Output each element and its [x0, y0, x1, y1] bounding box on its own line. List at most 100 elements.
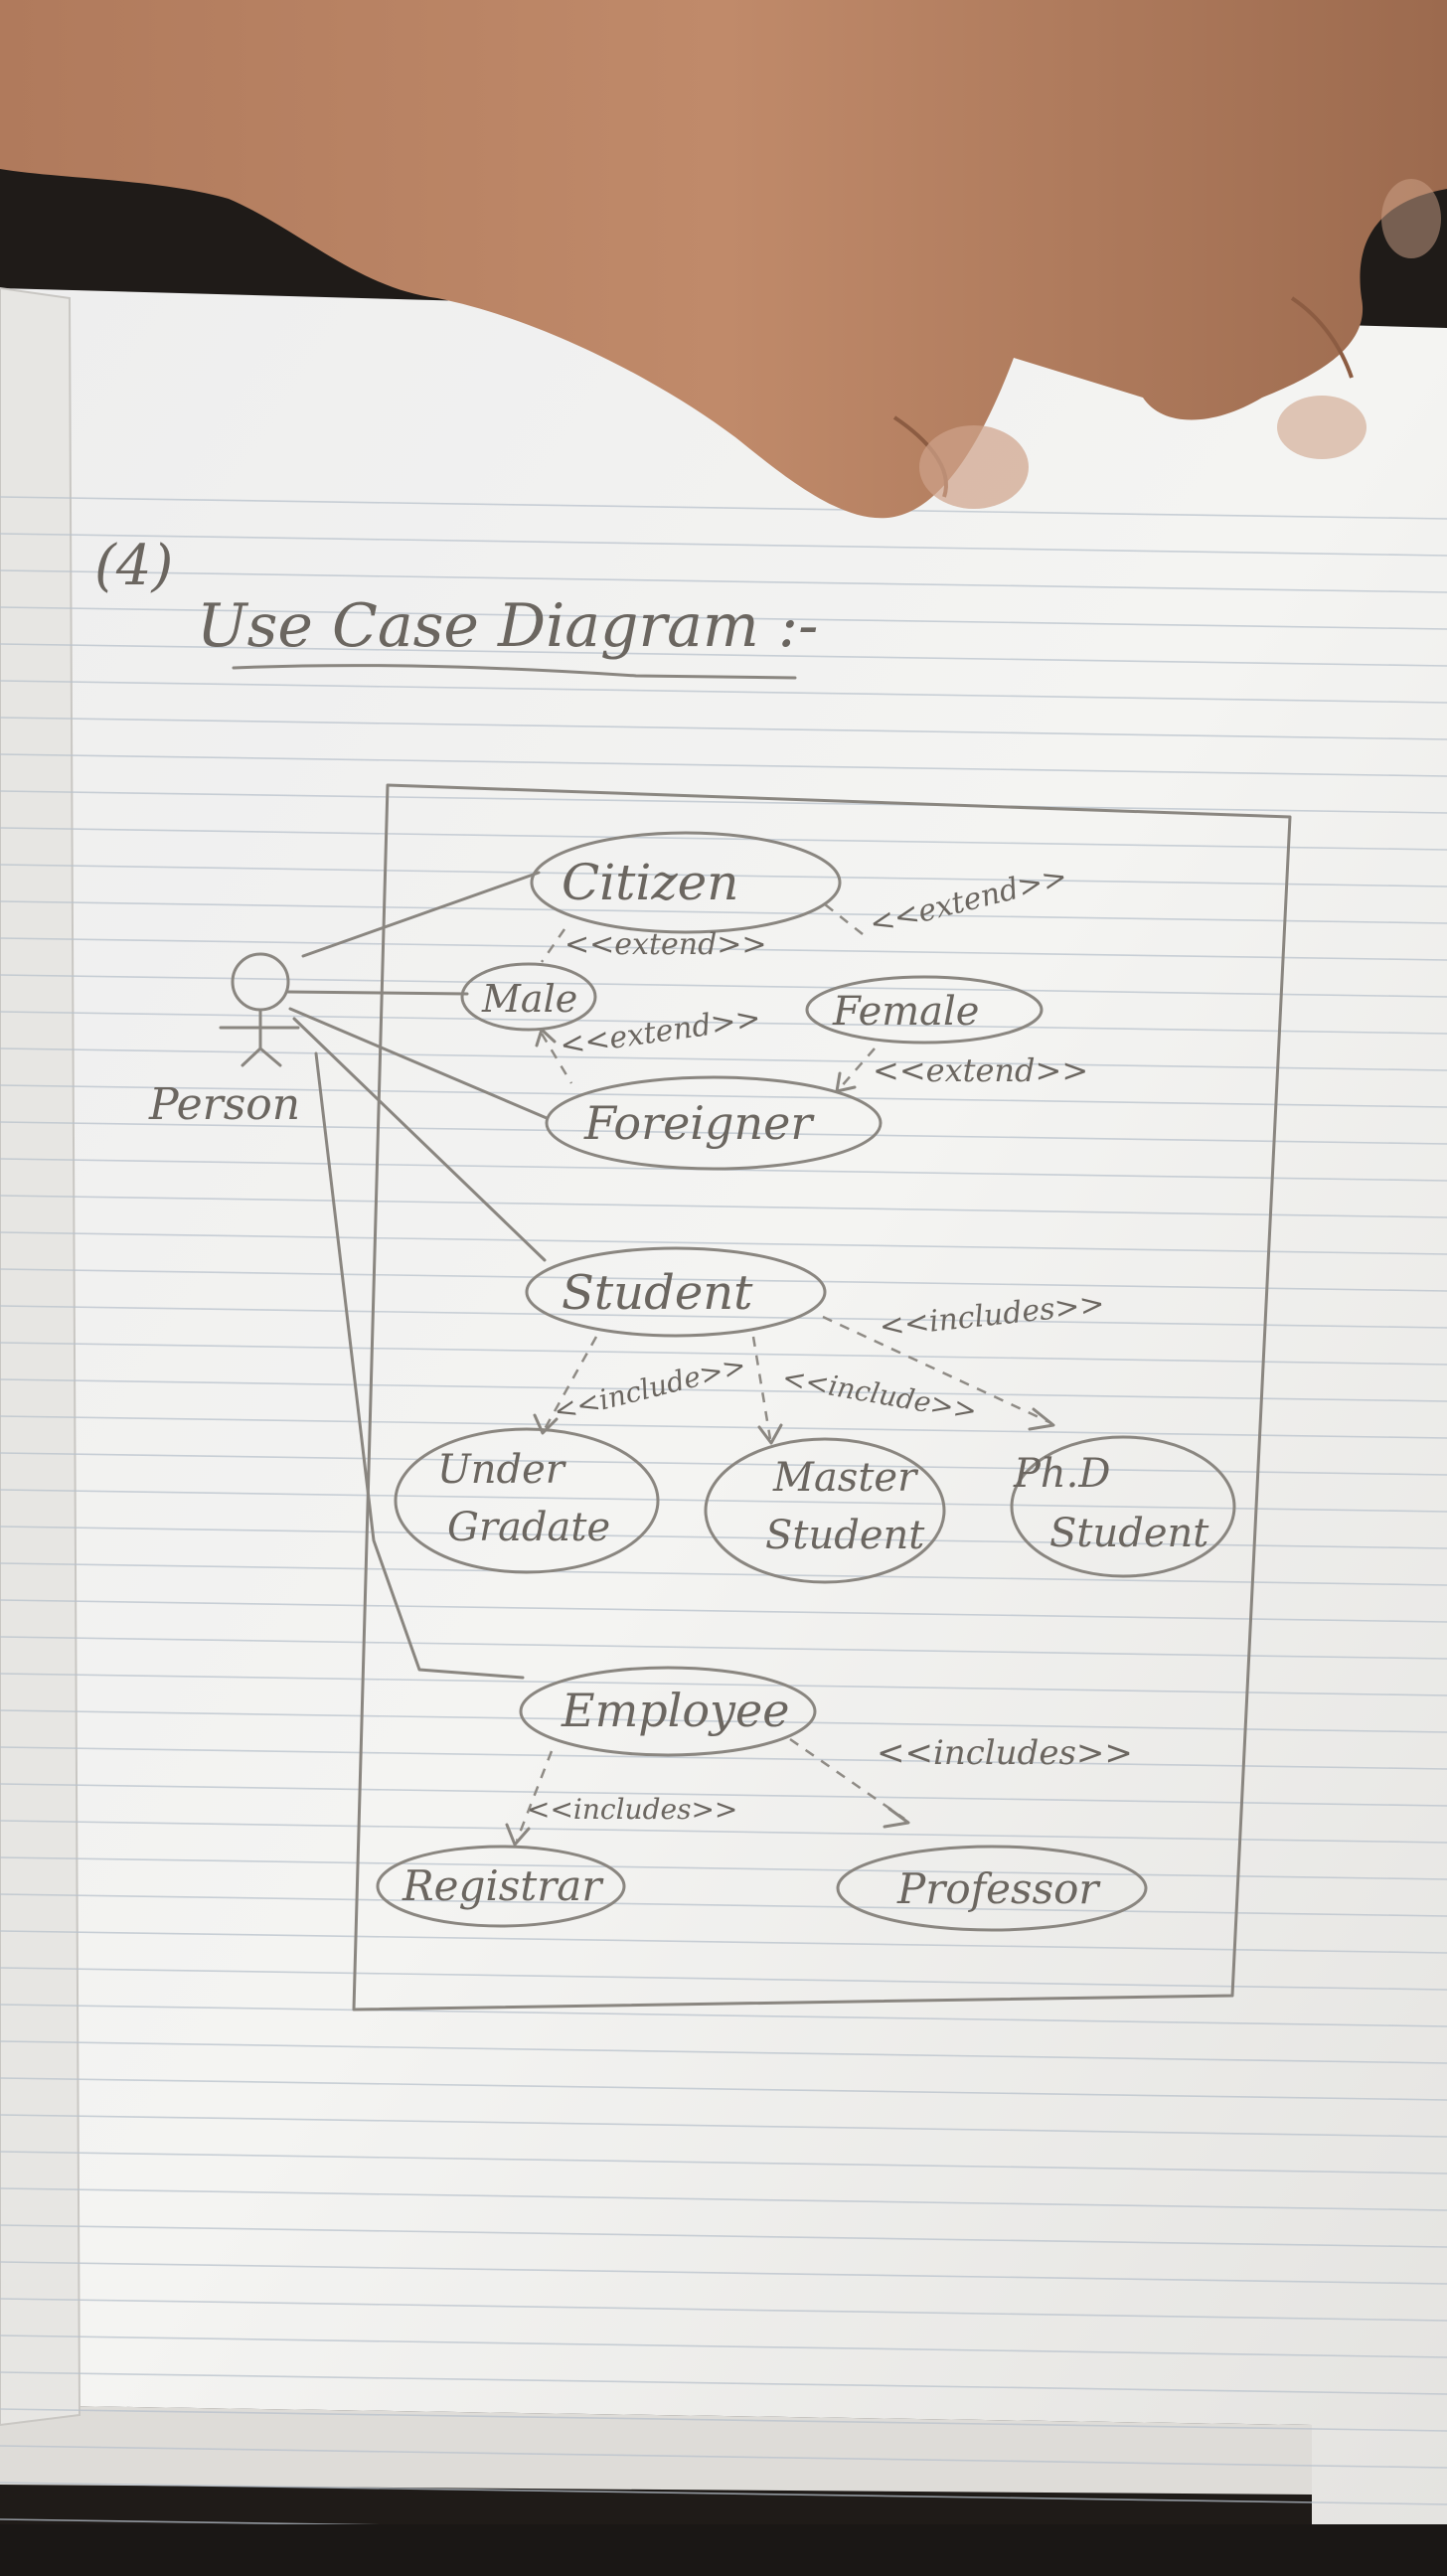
- usecase-masters-student: [704, 1437, 946, 1584]
- usecase-citizen-label: Citizen: [562, 854, 738, 911]
- usecase-student: [525, 1246, 827, 1338]
- ruled-line: [0, 790, 1447, 814]
- usecase-male-label: Male: [481, 977, 577, 1021]
- usecase-employee: [519, 1666, 817, 1757]
- usecase-female: [805, 975, 1044, 1045]
- ruled-line: [0, 2261, 1447, 2285]
- ruled-line: [0, 1268, 1447, 1292]
- ruled-line: [0, 2004, 1447, 2027]
- arrow-employee-registrar: [515, 1750, 554, 1842]
- ruled-line: [0, 533, 1447, 557]
- ruled-line: [0, 2298, 1447, 2322]
- relation-arrows: [505, 903, 1055, 1847]
- ruled-line: [0, 643, 1447, 667]
- ruled-line: [0, 1378, 1447, 1402]
- usecase-professor-label: Professor: [896, 1864, 1101, 1913]
- ruled-line: [0, 680, 1447, 704]
- associations: [286, 871, 549, 1680]
- ruled-line: [0, 2151, 1447, 2174]
- ruled-line: [0, 717, 1447, 740]
- usecase-male: [460, 962, 597, 1032]
- arrow-male-foreigner: [540, 1033, 573, 1084]
- usecase-phd-student: [1010, 1435, 1236, 1578]
- ruled-line: [0, 2224, 1447, 2248]
- ruled-line: [0, 1084, 1447, 1108]
- left-page-curl: [0, 286, 81, 2427]
- usecase-foreigner: [545, 1075, 883, 1171]
- ruled-line: [0, 827, 1447, 851]
- ruled-line: [0, 2187, 1447, 2211]
- usecase-foreigner-label: Foreigner: [583, 1096, 815, 1150]
- ruled-line: [0, 2077, 1447, 2101]
- ruled-line: [0, 496, 1447, 520]
- person-actor: [219, 952, 300, 1067]
- ruled-line: [0, 1231, 1447, 1255]
- arrow-student-phd: [822, 1315, 1052, 1425]
- usecase-undergraduate: [394, 1427, 660, 1574]
- ruled-line: [0, 1305, 1447, 1329]
- ruled-line: [0, 1599, 1447, 1623]
- usecase-employee-label: Employee: [561, 1684, 789, 1737]
- arrow-citizen-female: [824, 903, 864, 935]
- usecase-phd-label-2: Student: [1049, 1511, 1209, 1556]
- usecase-student-label: Student: [562, 1265, 753, 1321]
- actor-label: Person: [148, 1079, 300, 1130]
- ruled-lines: [0, 496, 1447, 2542]
- ruled-line: [0, 1636, 1447, 1660]
- label-citizen-male: <<extend>>: [564, 927, 767, 962]
- ruled-line: [0, 2040, 1447, 2064]
- label-employee-registrar: <<includes>>: [527, 1793, 737, 1826]
- ruled-line: [0, 1783, 1447, 1807]
- ruled-line: [0, 2371, 1447, 2395]
- ruled-line: [0, 569, 1447, 593]
- ruled-line: [0, 2445, 1447, 2469]
- ruled-line: [0, 1342, 1447, 1366]
- ruled-line: [0, 1195, 1447, 1218]
- usecase-female-label: Female: [832, 989, 979, 1035]
- ruled-line: [0, 1673, 1447, 1696]
- ruled-line: [0, 1562, 1447, 1586]
- ruled-line: [0, 900, 1447, 924]
- ruled-line: [0, 2408, 1447, 2432]
- ruled-line: [0, 1526, 1447, 1549]
- ruled-line: [0, 974, 1447, 998]
- hand: [0, 0, 1447, 519]
- ruled-line: [0, 2334, 1447, 2358]
- ruled-line: [0, 1709, 1447, 1733]
- ruled-line: [0, 1047, 1447, 1071]
- ruled-line: [0, 1746, 1447, 1770]
- page-stack-edge: [0, 2405, 1312, 2495]
- ruled-line: [0, 2482, 1447, 2505]
- arrow-employee-professor: [789, 1737, 905, 1821]
- arrow-female-foreigner: [839, 1047, 876, 1089]
- label-female-foreigner: <<extend>>: [873, 1051, 1088, 1089]
- usecase-undergraduate-label-1: Under: [437, 1447, 567, 1493]
- ruled-line: [0, 1011, 1447, 1035]
- ruled-line: [0, 1856, 1447, 1880]
- ruled-line: [0, 1820, 1447, 1844]
- ruled-line: [0, 1415, 1447, 1439]
- usecase-registrar-label: Registrar: [402, 1861, 604, 1910]
- usecase-registrar: [376, 1845, 626, 1928]
- ruled-line: [0, 1452, 1447, 1476]
- usecase-undergraduate-label-2: Gradate: [447, 1505, 610, 1550]
- ruled-line: [0, 1121, 1447, 1145]
- usecase-phd-label-1: Ph.D: [1013, 1451, 1110, 1497]
- ruled-line: [0, 2114, 1447, 2138]
- ruled-line: [0, 1489, 1447, 1513]
- bottom-background: [0, 2524, 1447, 2576]
- page-heading: Use Case Diagram :-: [197, 591, 818, 661]
- ruled-line: [0, 864, 1447, 887]
- usecase-citizen: [530, 831, 842, 934]
- ruled-line: [0, 606, 1447, 630]
- usecase-professor: [836, 1845, 1148, 1932]
- system-boundary: [352, 783, 1292, 2012]
- usecase-masters-label-2: Student: [765, 1513, 925, 1558]
- page-number: (4): [94, 534, 173, 598]
- ruled-line: [0, 753, 1447, 777]
- label-employee-professor: <<includes>>: [877, 1733, 1133, 1773]
- ruled-line: [0, 1930, 1447, 1954]
- heading-underline: [232, 664, 797, 680]
